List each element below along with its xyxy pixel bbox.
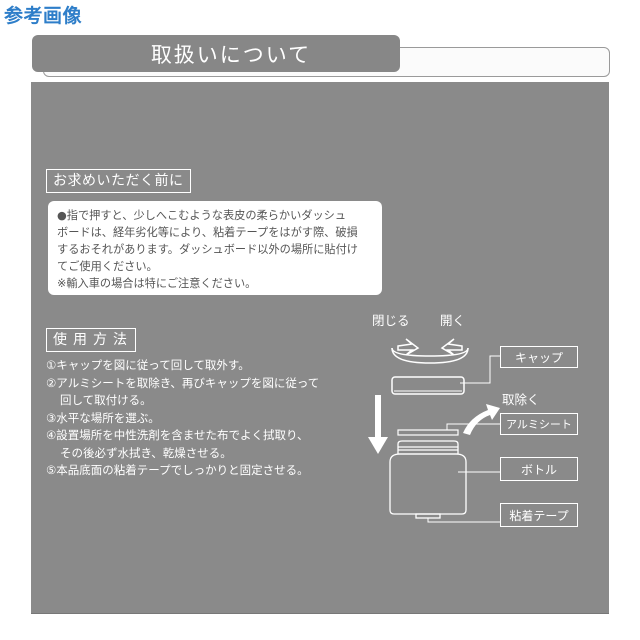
usage-steps: ①キャップを図に従って回して取外す。 ②アルミシートを取除き、再びキャップを図に… (46, 357, 319, 480)
step-item: ④設置場所を中性洗剤を含ませた布でよく拭取り、 (46, 428, 309, 442)
notice-line: するおそれがあります。ダッシュボード以外の場所に貼付け (57, 243, 358, 256)
callout-cap: キャップ (500, 346, 578, 368)
notice-line: てご使用ください。 (57, 260, 158, 273)
step-item: ②アルミシートを取除き、再びキャップを図に従って (46, 375, 320, 390)
notice-line: ※輸入車の場合は特にご注意ください。 (57, 277, 257, 290)
close-direction-label: 閉じる (372, 313, 410, 328)
notice-line: ●指で押すと、少しへこむような表皮の柔らかいダッシュ (57, 209, 347, 222)
bottle-shape (389, 440, 467, 519)
step-item: ①キャップを図に従って回して取外す。 (46, 358, 250, 372)
page-title: 取扱いについて (32, 35, 400, 72)
diagram-drawing (368, 338, 500, 523)
step-item-continued: 回して取付ける。 (60, 393, 152, 407)
callout-aluminum-sheet-text: アルミシート (506, 418, 572, 431)
callout-bottle-text: ボトル (520, 462, 557, 477)
callout-adhesive-tape-text: 粘着テープ (509, 508, 569, 523)
callout-cap-text: キャップ (514, 350, 563, 365)
before-purchase-heading: お求めいただく前に (46, 169, 191, 193)
callout-bottle: ボトル (500, 457, 578, 481)
step-item: ③水平な場所を選ぶ。 (46, 410, 160, 425)
notice-line: ボードは、経年劣化等により、粘着テープをはがす際、破損 (57, 226, 358, 239)
cap-shape (391, 376, 465, 395)
notice-box: ●指で押すと、少しへこむような表皮の柔らかいダッシュ ボードは、経年劣化等により… (48, 201, 382, 295)
down-arrow-icon (368, 395, 388, 454)
assembly-diagram: 閉じる 開く 取除く キャップ アルミシート ボトル 粘着テープ (360, 313, 600, 527)
open-direction-label: 開く (440, 313, 466, 328)
callout-adhesive-tape: 粘着テープ (500, 503, 578, 527)
remove-arrow-icon (463, 404, 500, 435)
rotate-arrows-icon (391, 338, 469, 364)
reference-image-label: 参考画像 (4, 5, 83, 27)
callout-aluminum-sheet: アルミシート (500, 413, 578, 435)
aluminum-sheet-shape (397, 429, 459, 436)
instructions-panel: お求めいただく前に ●指で押すと、少しへこむような表皮の柔らかいダッシュ ボード… (31, 82, 609, 614)
remove-label: 取除く (502, 392, 540, 407)
step-item: ⑤本品底面の粘着テープでしっかりと固定させる。 (46, 463, 309, 477)
page-title-text: 取扱いについて (150, 42, 312, 67)
usage-heading: 使用方法 (46, 328, 136, 352)
step-item-continued: その後必ず水拭き、乾燥させる。 (60, 445, 232, 460)
